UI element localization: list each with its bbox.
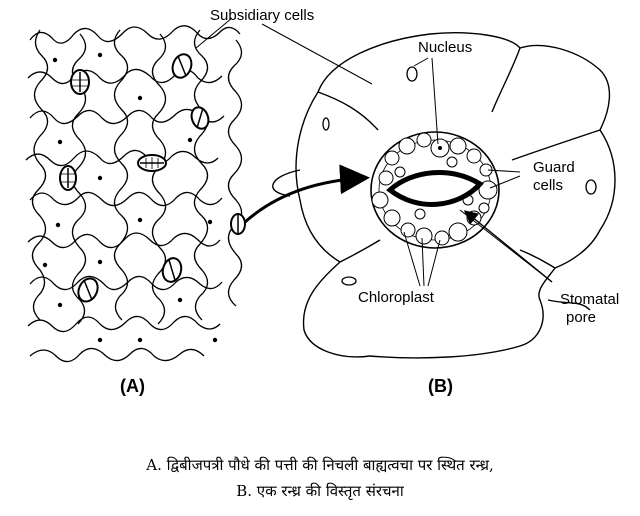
stomata [230,213,246,235]
panel-b-label: (B) [428,376,453,396]
stomata [77,277,99,303]
caption-line-2: B. एक रन्ध्र की विस्तृत संरचना [236,482,404,500]
cell-nucleus [322,117,330,131]
stomata [70,69,90,95]
epidermal-nuclei [42,52,218,343]
stomata [161,257,183,283]
cell-nucleus [585,179,597,195]
stomata [137,154,167,172]
pore-pointer-arrow [463,210,553,283]
label-guard-cells: Guard [533,159,575,176]
subsidiary-leader-lines [195,17,373,85]
cell-nucleus [406,66,418,82]
cell-nucleus [341,276,357,286]
label-stomatal-pore-2: pore [566,309,596,326]
subsidiary-cell-walls [272,32,616,359]
stomatal-pore [386,170,484,207]
epidermis-panel-a [25,17,373,363]
label-guard-cells-2: cells [533,177,563,194]
stoma-detail-panel-b [272,32,616,359]
stomata-group [59,53,246,303]
stomata [190,106,210,130]
panel-a-label: (A) [120,376,145,396]
label-stomatal-pore: Stomatal [560,291,619,308]
figure-caption: A. द्विबीजपत्री पौधे की पत्ती की निचली ब… [0,452,640,504]
stomata [171,53,193,79]
epidermal-cell-walls [25,25,243,363]
caption-line-1: A. द्विबीजपत्री पौधे की पत्ती की निचली ब… [146,456,494,474]
label-subsidiary-cells: Subsidiary cells [210,7,314,24]
guard-cell-nucleus [438,146,442,150]
stomata [59,165,77,191]
label-nucleus: Nucleus [418,39,472,56]
label-chloroplast: Chloroplast [358,289,435,306]
magnify-arrow [244,164,370,224]
